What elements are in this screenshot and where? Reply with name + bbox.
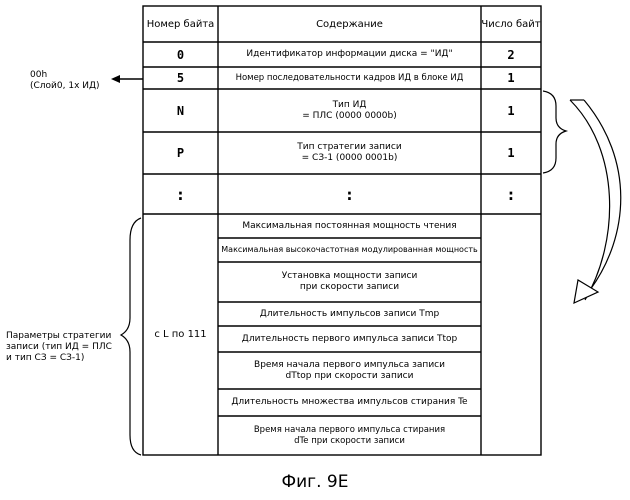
row-n-content: Тип ИД = ПЛС (0000 0000b) [218, 89, 481, 132]
row-p-content: Тип стратегии записи = СЗ-1 (0000 0001b) [218, 132, 481, 174]
row-5-content: Номер последовательности кадров ИД в бло… [218, 67, 481, 89]
row-n-count: 1 [481, 89, 541, 132]
ellipsis-count: : [481, 174, 541, 214]
param-dttop: Время начала первого импульса записи dTt… [218, 352, 481, 389]
row-0-content: Идентификатор информации диска = "ИД" [218, 42, 481, 67]
param-te: Длительность множества импульсов стирани… [218, 389, 481, 416]
param-max-hf-power: Максимальная высокочастотная модулирован… [218, 238, 481, 262]
right-brace-icon [543, 91, 566, 173]
row-5-count: 1 [481, 67, 541, 89]
header-count: Число байт [481, 6, 541, 42]
param-max-read-power: Максимальная постоянная мощность чтения [218, 214, 481, 238]
row-5-byte: 5 [143, 67, 218, 89]
row-p-byte: P [143, 132, 218, 174]
curved-arrow-icon [570, 100, 621, 303]
figure-caption: Фиг. 9E [0, 472, 630, 492]
group-byte-range: c L по 111 [143, 214, 218, 455]
row-n-byte: N [143, 89, 218, 132]
param-tmp: Длительность импульсов записи Tmp [218, 302, 481, 326]
row-0-byte: 0 [143, 42, 218, 67]
row-0-count: 2 [481, 42, 541, 67]
annotation-layer: 00h (Слой0, 1х ИД) [30, 70, 120, 92]
param-ttop: Длительность первого импульса записи Tto… [218, 326, 481, 352]
annotation-params: Параметры стратегии записи (тип ИД = ПЛС… [6, 331, 126, 364]
row-p-count: 1 [481, 132, 541, 174]
header-content: Содержание [218, 6, 481, 42]
param-dte: Время начала первого импульса стирания d… [218, 416, 481, 455]
header-byte-no: Номер байта [143, 6, 218, 42]
ellipsis-byte: : [143, 174, 218, 214]
param-write-power: Установка мощности записи при скорости з… [218, 262, 481, 302]
ellipsis-content: : [218, 174, 481, 214]
